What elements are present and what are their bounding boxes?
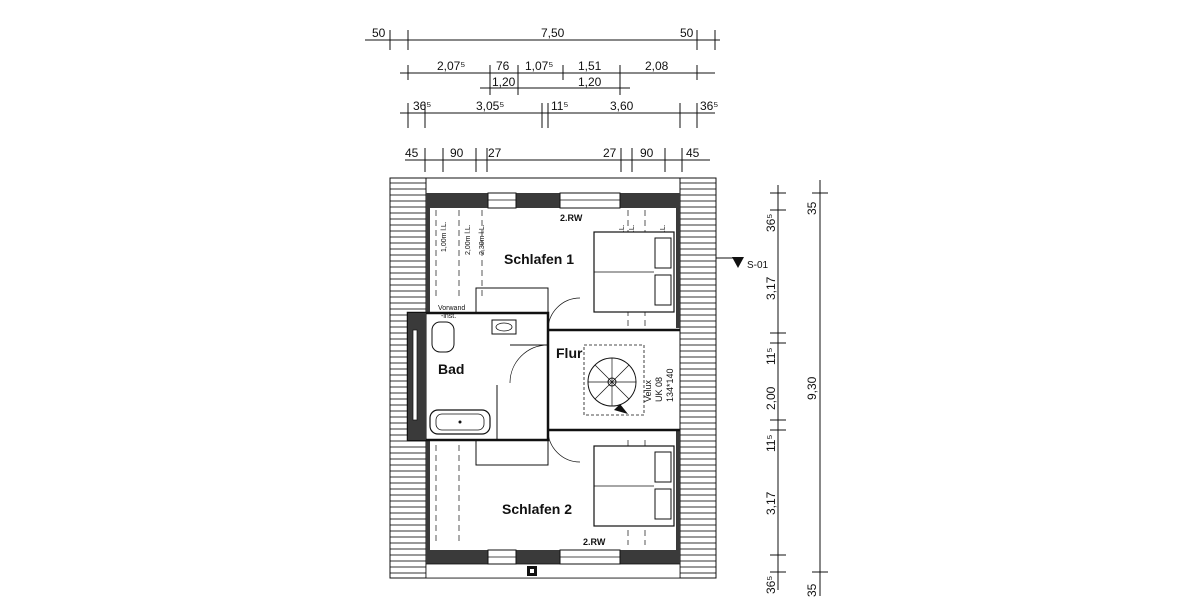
dim-row2-b: 76 xyxy=(496,59,510,73)
section-marker: S-01 xyxy=(716,257,769,271)
dimension-chains-right: 36⁵ 3,17 11⁵ 2,00 11⁵ 3,17 36⁵ 35 9,30 3… xyxy=(764,180,828,597)
dim-row3-b: 3,05⁵ xyxy=(476,99,504,113)
dim-right-outer-a: 35 xyxy=(805,201,819,215)
dim-row1-total: 7,50 xyxy=(541,26,565,40)
bathroom-fixtures xyxy=(429,319,517,440)
beds xyxy=(593,231,675,527)
building-envelope xyxy=(389,177,717,579)
dim-row2-a: 2,07⁵ xyxy=(437,59,465,73)
dim-row3-d: 3,60 xyxy=(610,99,634,113)
interior-walls xyxy=(406,287,680,466)
dim-row4-c: 27 xyxy=(488,146,502,160)
dim-row1-left: 50 xyxy=(372,26,386,40)
room-schlafen-1: Schlafen 1 xyxy=(504,251,574,267)
dim-right-f: 3,17 xyxy=(764,491,778,515)
label-velux: Velux xyxy=(643,379,653,402)
label-section: S-01 xyxy=(747,260,769,271)
doors xyxy=(509,297,581,463)
height-label-200: 2,00m l.L. xyxy=(465,224,472,255)
room-flur: Flur xyxy=(556,345,583,361)
dim-row2-c: 1,07⁵ xyxy=(525,59,553,73)
dim-row4-b: 90 xyxy=(450,146,464,160)
label-vorwand: Vorwand xyxy=(438,305,465,312)
dim-right-a: 36⁵ xyxy=(764,214,778,232)
dim-row4-d: 27 xyxy=(603,146,617,160)
dim-row2-e: 2,08 xyxy=(645,59,669,73)
dim-row3-c: 11⁵ xyxy=(551,99,568,113)
dim-right-outer-b: 9,30 xyxy=(805,376,819,400)
height-label-100: 1,00m l.L. xyxy=(441,221,448,252)
dim-row1-right: 50 xyxy=(680,26,694,40)
dim-row3-a: 36⁵ xyxy=(413,99,431,113)
section-arrow-icon xyxy=(732,257,744,268)
room-bad: Bad xyxy=(438,361,464,377)
label-rw-top: 2.RW xyxy=(560,213,583,223)
label-velux-size: 134*140 xyxy=(665,368,675,402)
dim-right-outer-c: 35 xyxy=(805,583,819,597)
label-velux-uk: UK 08 xyxy=(654,377,664,402)
dim-right-e: 11⁵ xyxy=(764,435,778,452)
label-rw-bottom: 2.RW xyxy=(583,537,606,547)
windows xyxy=(487,192,621,576)
dim-row2-d: 1,51 xyxy=(578,59,602,73)
dim-row2-f: 1,20 xyxy=(492,75,516,89)
dim-row4-a: 45 xyxy=(405,146,419,160)
dim-row3-e: 36⁵ xyxy=(700,99,718,113)
room-schlafen-2: Schlafen 2 xyxy=(502,501,572,517)
dim-row4-e: 90 xyxy=(640,146,654,160)
label-vorwand-inst: -inst. xyxy=(441,313,456,320)
dim-right-b: 3,17 xyxy=(764,276,778,300)
dim-right-d: 2,00 xyxy=(764,386,778,410)
dim-row4-f: 45 xyxy=(686,146,700,160)
spiral-staircase xyxy=(583,344,645,416)
dimension-chains-top: 50 7,50 50 2,07⁵ 76 1,07⁵ 1,51 2,08 1,20… xyxy=(365,26,720,172)
room-labels: Schlafen 1 Schlafen 2 Bad Flur 2.RW 2.RW… xyxy=(438,213,675,547)
dim-right-c: 11⁵ xyxy=(764,348,778,365)
height-label-230: 2,30m l.L. xyxy=(479,224,486,255)
dim-right-g: 36⁵ xyxy=(764,576,778,594)
dim-row2-g: 1,20 xyxy=(578,75,602,89)
